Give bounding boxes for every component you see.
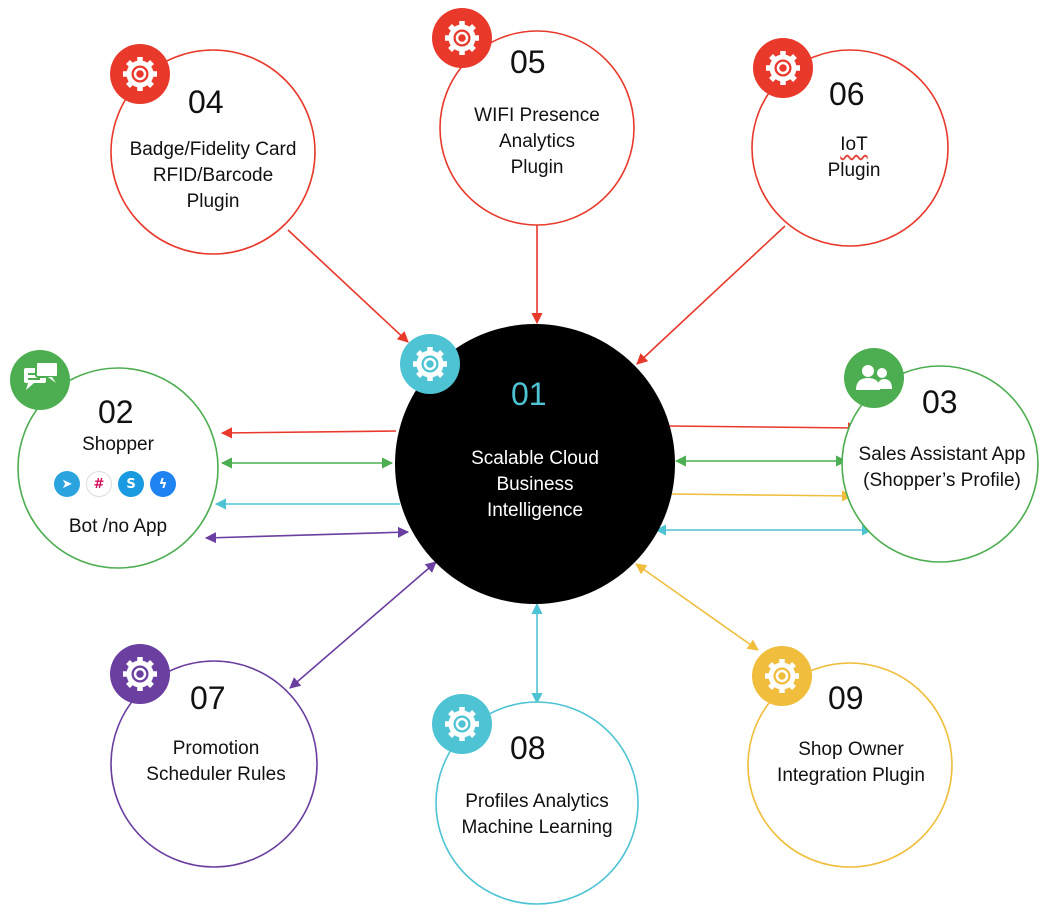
node-01-circle bbox=[395, 324, 675, 604]
gear-icon bbox=[110, 44, 170, 104]
node-07-line1: Promotion bbox=[172, 738, 260, 759]
node-08-line1: Profiles Analytics bbox=[465, 791, 609, 812]
node-06-label: IoT Plugin bbox=[754, 132, 954, 184]
node-02-subtitle: Bot /no App bbox=[68, 516, 168, 537]
arrow-06-to-01 bbox=[636, 225, 786, 365]
node-05-line2: Analytics bbox=[498, 131, 576, 152]
node-05-label: WIFI Presence Analytics Plugin bbox=[437, 103, 637, 181]
node-05-number: 05 bbox=[510, 44, 546, 80]
node-01-line2: Business bbox=[496, 474, 574, 495]
node-09-label: Shop Owner Integration Plugin bbox=[746, 737, 956, 789]
node-02-number: 02 bbox=[98, 394, 134, 430]
node-07-line2: Scheduler Rules bbox=[146, 764, 286, 785]
gear-icon bbox=[110, 644, 170, 704]
node-04-line1: Badge/Fidelity Card bbox=[129, 139, 297, 160]
node-05-circle bbox=[439, 30, 635, 226]
gear-icon bbox=[400, 334, 460, 394]
node-07-number: 07 bbox=[190, 680, 226, 716]
users-icon bbox=[844, 348, 904, 408]
node-01-number: 01 bbox=[511, 376, 547, 412]
node-01-label: Scalable Cloud Business Intelligence bbox=[435, 446, 635, 524]
node-04-number: 04 bbox=[188, 84, 224, 120]
arrow-01-09-orange bbox=[635, 563, 759, 651]
arrow-01-02-purple bbox=[204, 526, 410, 544]
messenger-icon: ϟ bbox=[150, 471, 176, 497]
node-06-circle bbox=[751, 49, 949, 247]
gear-icon bbox=[752, 646, 812, 706]
node-04-line3: Plugin bbox=[186, 191, 240, 212]
node-01-line3: Intelligence bbox=[486, 500, 584, 521]
node-07-label: Promotion Scheduler Rules bbox=[116, 736, 316, 788]
arrow-01-to-03-red bbox=[667, 422, 860, 434]
chat-bubbles-icon bbox=[10, 350, 70, 410]
node-08-line2: Machine Learning bbox=[461, 817, 613, 838]
node-02-circle bbox=[17, 367, 219, 569]
gear-icon bbox=[432, 694, 492, 754]
node-01-line1: Scalable Cloud bbox=[471, 448, 599, 469]
node-08-label: Profiles Analytics Machine Learning bbox=[434, 789, 640, 841]
node-04-circle bbox=[110, 49, 316, 255]
node-04-label: Badge/Fidelity Card RFID/Barcode Plugin bbox=[113, 137, 313, 215]
telegram-icon: ➤ bbox=[54, 471, 80, 497]
slack-icon: # bbox=[86, 471, 112, 497]
node-04-line2: RFID/Barcode bbox=[152, 165, 274, 186]
node-02-title: Shopper bbox=[82, 434, 154, 455]
node-07-circle bbox=[110, 660, 318, 868]
node-03-line1: Sales Assistant App bbox=[858, 444, 1026, 465]
node-03-label: Sales Assistant App (Shopper’s Profile) bbox=[844, 442, 1040, 494]
node-08-circle bbox=[435, 701, 639, 905]
gear-icon bbox=[753, 38, 813, 98]
node-09-number: 09 bbox=[828, 680, 864, 716]
arrow-04-to-01 bbox=[287, 229, 409, 343]
node-09-line1: Shop Owner bbox=[798, 739, 904, 760]
node-03-number: 03 bbox=[922, 384, 958, 420]
arrow-01-to-02-red bbox=[220, 427, 397, 439]
node-circles bbox=[17, 30, 1039, 905]
connectors bbox=[204, 222, 874, 705]
node-06-line1-text: IoT bbox=[840, 134, 868, 155]
node-03-circle bbox=[841, 365, 1039, 563]
node-06-line2: Plugin bbox=[827, 160, 881, 181]
node-05-line1: WIFI Presence bbox=[474, 105, 600, 126]
arrow-01-to-03-orange bbox=[669, 490, 854, 502]
node-06-line1: IoT bbox=[754, 132, 954, 158]
skype-icon: S bbox=[118, 471, 144, 497]
node-09-line2: Integration Plugin bbox=[777, 765, 925, 786]
arrow-01-07-purple bbox=[289, 561, 437, 689]
node-05-line3: Plugin bbox=[510, 157, 564, 178]
node-06-number: 06 bbox=[829, 76, 865, 112]
node-03-line2: (Shopper’s Profile) bbox=[863, 470, 1021, 491]
gear-icon bbox=[432, 8, 492, 68]
bot-app-icons: ➤ # S ϟ bbox=[54, 471, 176, 497]
node-09-circle bbox=[747, 662, 953, 868]
node-08-number: 08 bbox=[510, 730, 546, 766]
